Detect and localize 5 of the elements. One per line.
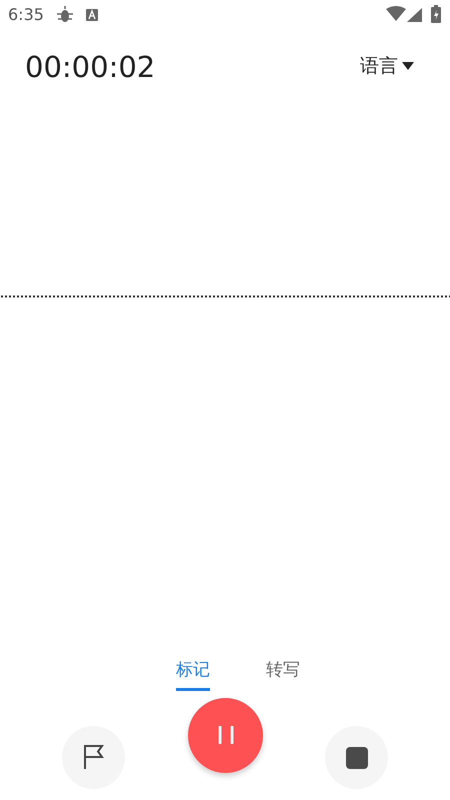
status-time: 6:35 xyxy=(8,4,44,26)
transcription-tab: 转写 xyxy=(266,658,300,683)
language-dropdown: 语言 xyxy=(360,53,415,79)
elapsed-time: 00:00:02 xyxy=(25,49,156,86)
marks-tab: 标记 xyxy=(176,658,210,691)
